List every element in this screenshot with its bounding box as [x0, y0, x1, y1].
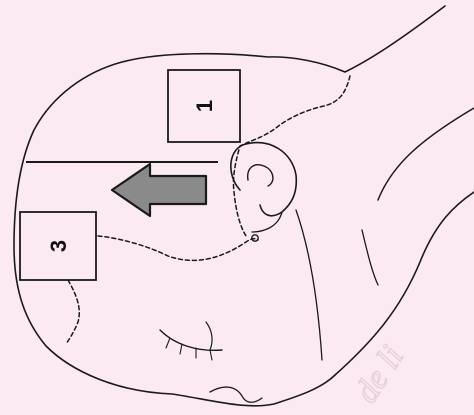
zone-label-1: 1 — [192, 100, 217, 112]
zone-box-3-frame — [19, 211, 97, 281]
eye-lashes — [159, 329, 223, 352]
watermark: de li — [347, 339, 412, 410]
ear-outline — [230, 141, 298, 217]
head-outline — [13, 5, 474, 407]
eye-lash-ticks — [165, 337, 213, 361]
watermark-text: de li — [348, 339, 411, 409]
boundary-point — [251, 234, 259, 242]
dashed-boundary-upper — [232, 75, 351, 237]
ear-inner — [247, 164, 274, 187]
dashed-boundary-occipital — [65, 279, 80, 345]
brow-mark — [205, 321, 213, 351]
neck-line — [377, 107, 474, 201]
nose-outline — [209, 386, 263, 403]
zone-label-3: 3 — [46, 240, 71, 252]
jaw-line — [295, 209, 323, 361]
left-arrow — [110, 162, 208, 218]
ear-lobe — [251, 211, 283, 233]
neck-lower — [361, 229, 379, 286]
zone-box-1: 1 — [167, 69, 241, 143]
zone-box-3: 3 — [19, 211, 97, 281]
dashed-boundary-lower — [97, 235, 259, 262]
zone-box-1-frame — [167, 69, 241, 143]
